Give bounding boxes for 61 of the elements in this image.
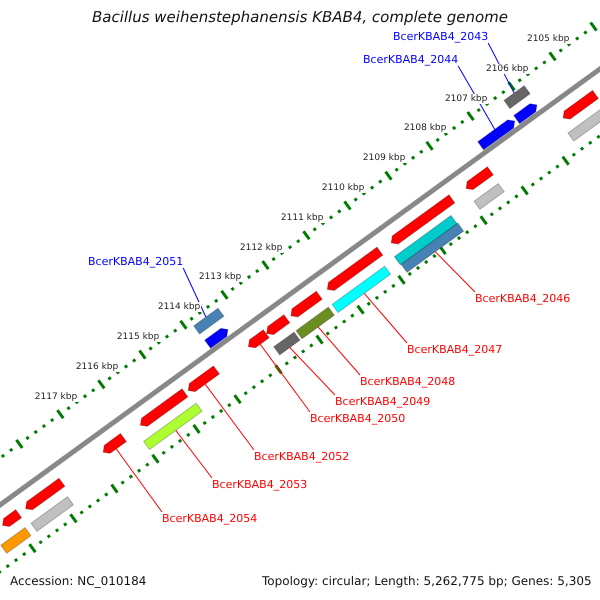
- tick-label: 2116 kbp: [74, 362, 120, 372]
- leader-line: [289, 347, 336, 396]
- pointed-gene-block: [25, 478, 66, 510]
- leader-line: [318, 326, 360, 376]
- tick-label: 2115 kbp: [116, 332, 160, 342]
- pointed-gene-block: [204, 328, 228, 349]
- pointed-gene-block: [102, 432, 128, 454]
- gene-bar: [273, 331, 301, 356]
- gene-bar: [30, 496, 74, 532]
- gene-bar: [473, 182, 505, 210]
- leader-line: [116, 448, 162, 512]
- tick-label: 2114 kbp: [156, 302, 202, 312]
- gene-label: BcerKBAB4_2044: [363, 53, 458, 66]
- tick-label: 2113 kbp: [198, 272, 242, 282]
- pointed-gene-block: [188, 365, 220, 392]
- tick-label: 2108 kbp: [402, 123, 448, 134]
- gene-label: BcerKBAB4_2051: [88, 255, 184, 268]
- tick-label: 2112 kbp: [238, 242, 284, 253]
- diagram-title: Bacillus weihenstephanensis KBAB4, complete genome: [90, 8, 510, 26]
- gene-label: BcerKBAB4_2046: [475, 292, 570, 305]
- tick-label: 2117 kbp: [34, 392, 78, 402]
- pointed-gene-block: [290, 290, 323, 318]
- pointed-gene-block: [266, 314, 290, 336]
- leader-line: [434, 251, 476, 292]
- tick-label: 2109 kbp: [362, 153, 406, 164]
- footer-text: Topology: circular; Length: 5,262,775 bp; Genes: 5,305: [262, 574, 592, 588]
- tick-label: 2110 kbp: [320, 182, 366, 193]
- gene-bar: [567, 108, 600, 142]
- leader-line: [364, 292, 408, 344]
- gene-bar: [331, 266, 392, 314]
- pointed-gene-block: [513, 103, 538, 124]
- pointed-gene-block: [466, 166, 494, 190]
- footer-text: Accession: NC_010184: [10, 574, 146, 588]
- gene-bar: [0, 526, 32, 554]
- gene-label: BcerKBAB4_2043: [393, 30, 488, 43]
- pointed-gene-block: [562, 90, 600, 120]
- tick-label: 2107 kbp: [444, 94, 488, 104]
- pointed-gene-block: [390, 194, 456, 245]
- gene-bar: [394, 214, 458, 266]
- gene-label: BcerKBAB4_2052: [254, 450, 350, 463]
- gene-bar: [400, 222, 464, 273]
- leader-line: [182, 268, 206, 318]
- pointed-gene-block: [477, 119, 516, 150]
- tick-label: 2111 kbp: [280, 212, 324, 223]
- pointed-gene-block: [140, 388, 189, 427]
- pointed-gene-block: [326, 246, 384, 292]
- tick-label: 2106 kbp: [484, 64, 530, 74]
- leader-line: [260, 344, 310, 412]
- leader-line: [204, 384, 254, 450]
- pointed-gene-block: [248, 329, 270, 348]
- tick-label: 2105 kbp: [526, 34, 570, 44]
- gene-label: BcerKBAB4_2047: [407, 343, 502, 356]
- gene-bar: [142, 402, 203, 450]
- gene-label: BcerKBAB4_2048: [360, 375, 456, 388]
- gene-label: BcerKBAB4_2050: [310, 412, 406, 425]
- leader-line: [175, 430, 212, 478]
- gene-label: BcerKBAB4_2054: [162, 512, 258, 525]
- gene-bar: [295, 306, 335, 340]
- gene-label: BcerKBAB4_2053: [212, 478, 308, 491]
- gene-bar: [503, 85, 531, 110]
- gene-label: BcerKBAB4_2049: [335, 395, 430, 408]
